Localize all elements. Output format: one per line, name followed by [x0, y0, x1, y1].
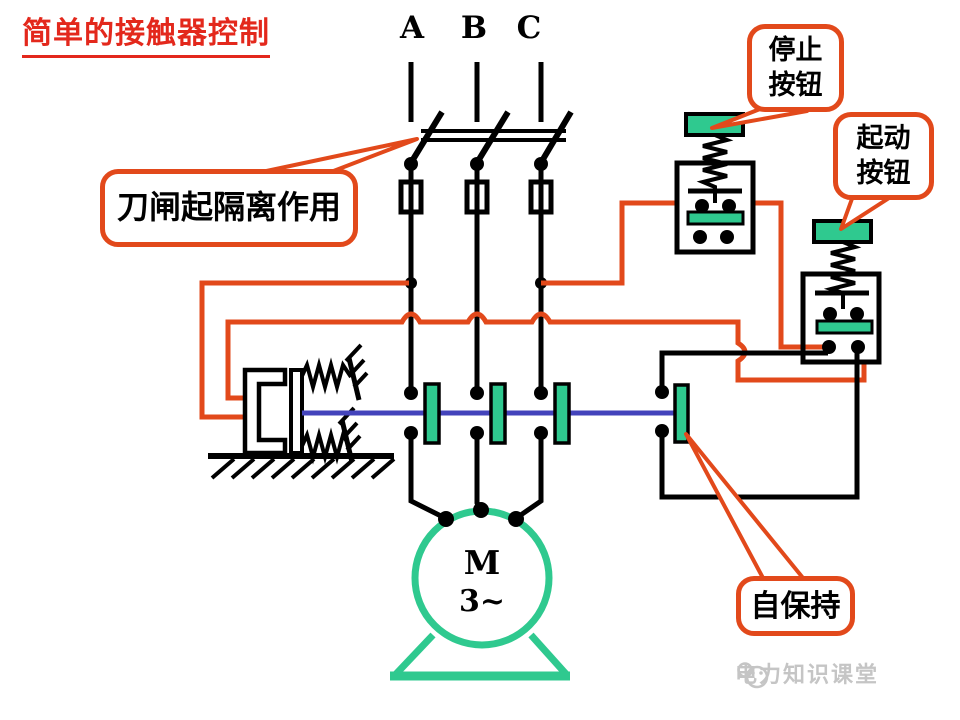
aux-contact-dot — [655, 385, 669, 399]
callout-knife-switch: 刀闸起隔离作用 — [100, 169, 358, 247]
stop-terminal-dot — [693, 230, 707, 244]
motor-terminal-dot — [438, 511, 454, 527]
motor-terminal-dot — [508, 511, 524, 527]
stop-button-housing — [674, 160, 756, 255]
fuse-c — [528, 179, 554, 215]
motor-lead-c — [513, 433, 544, 522]
main-contact-bridge-c — [553, 382, 571, 445]
control-tap-dot-phase-a — [405, 277, 417, 289]
main-contact-bridge-b — [489, 382, 507, 445]
aux-contact-bridge — [673, 383, 690, 444]
phase-feeders — [398, 164, 554, 393]
callout-stop-button: 停止 按钮 — [747, 24, 844, 112]
phase-labels: A B C — [399, 10, 541, 46]
armature — [289, 368, 304, 455]
callout-start-button: 起动 按钮 — [833, 112, 934, 200]
watermark-logo-icon — [737, 662, 769, 689]
start-button-spring — [823, 240, 862, 295]
start-button-symbol — [800, 219, 882, 365]
knife-switch — [404, 110, 574, 171]
knife-blade-a — [406, 110, 445, 168]
wire-start-to-aux-contact — [659, 350, 828, 386]
start-contact-dot — [823, 307, 837, 321]
main-contact-dot — [404, 386, 418, 400]
motor-terminal-dot — [473, 502, 489, 518]
page-title: 简单的接触器控制 — [22, 8, 270, 58]
stop-button-symbol — [674, 112, 756, 255]
motor-lead-b — [474, 433, 483, 511]
aux-contact-dot — [655, 424, 669, 438]
stop-contact-bridge — [686, 210, 745, 226]
phase-label-a: A — [399, 10, 425, 46]
main-contact-bridge-a — [423, 382, 441, 445]
main-contact-dot — [470, 386, 484, 400]
callout-self-holding: 自保持 — [736, 576, 855, 636]
main-contact-dot — [534, 386, 548, 400]
spring-anchor-upper — [344, 343, 369, 401]
motor-lead-a — [408, 433, 449, 522]
watermark: 电力知识课堂 — [735, 657, 879, 689]
coil-core — [242, 367, 288, 456]
start-contact-dot — [850, 307, 864, 321]
motor-phase-label: 3~ — [459, 584, 505, 619]
phase-supply-lines — [408, 62, 544, 122]
return-spring-upper — [300, 357, 353, 395]
callout-start-text-line1: 起动 — [856, 122, 911, 153]
callout-self-holding-text: 自保持 — [750, 589, 841, 623]
callout-stop-text-line2: 按钮 — [768, 70, 823, 100]
stop-contact-dot — [695, 199, 709, 213]
wire-phase-a-to-coil — [199, 280, 409, 420]
callout-start-text-line2: 按钮 — [856, 158, 911, 188]
start-button-housing — [800, 271, 882, 365]
knife-blade-c — [536, 110, 574, 168]
motor-base-leg-left — [393, 632, 436, 677]
start-contact-bridge — [815, 319, 874, 335]
callout-stop-text-line1: 停止 — [768, 34, 823, 65]
start-terminal-dot — [822, 340, 836, 354]
motor-letter: M — [464, 543, 501, 582]
knife-blade-b — [472, 110, 511, 168]
start-terminal-dot — [851, 340, 865, 354]
stop-terminal-dot — [720, 230, 734, 244]
self-holding-loop-wire — [659, 349, 860, 500]
ground-symbol — [208, 453, 396, 480]
fuse-a — [398, 179, 424, 215]
fuse-b — [464, 179, 490, 215]
motor-symbol: M 3~ — [390, 433, 570, 681]
contactor-electromagnet — [208, 343, 396, 480]
stop-contact-dot — [722, 199, 736, 213]
phase-label-c: C — [517, 10, 542, 46]
wire-phase-c-to-stop-button — [541, 200, 677, 286]
callout-knife-text: 刀闸起隔离作用 — [116, 189, 341, 226]
self-holding-contact — [655, 349, 860, 500]
phase-label-b: B — [461, 10, 487, 46]
callout-tail-selfhold — [684, 432, 805, 580]
motor-base-leg-right — [528, 632, 569, 677]
main-contacts — [404, 382, 571, 445]
